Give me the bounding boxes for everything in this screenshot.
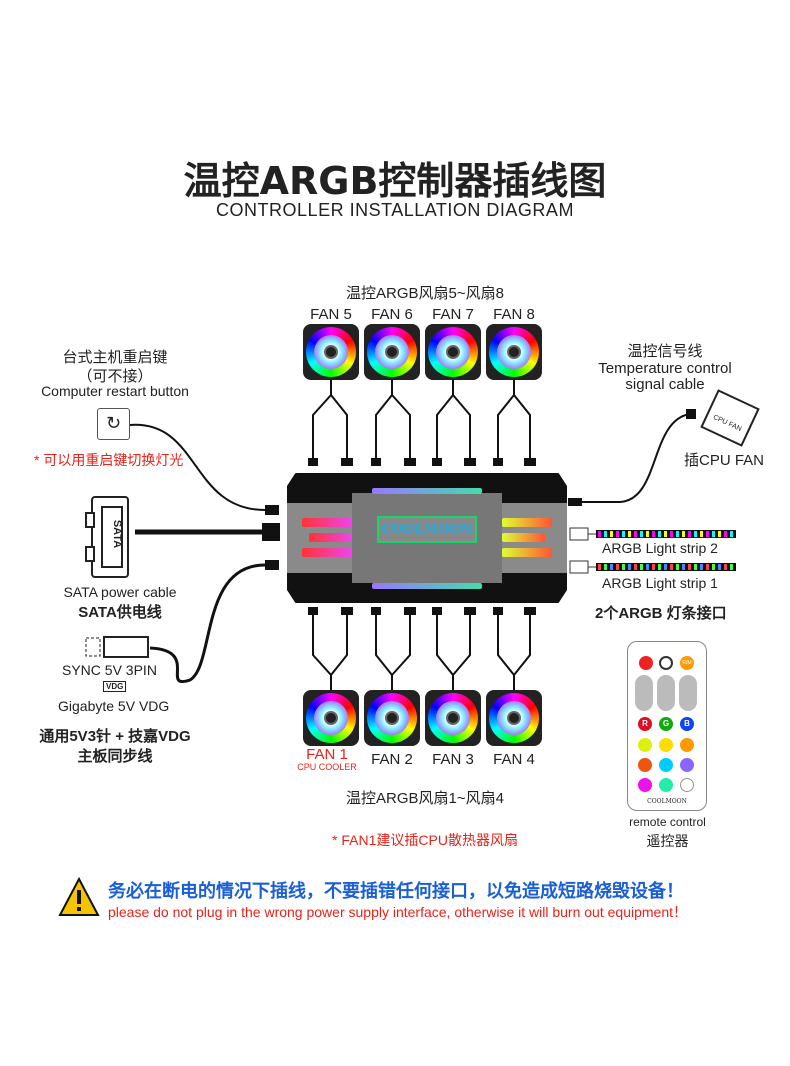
fan-3-label: FAN 3 [432,751,474,768]
temp-en1: Temperature control [598,360,732,377]
fan-3 [425,690,481,746]
blue-button: B [680,717,694,731]
fan-1-sublabel: CPU COOLER [297,762,357,772]
fan-7 [425,324,481,380]
sync-en1: SYNC 5V 3PIN [62,662,157,678]
fan-2 [364,690,420,746]
temp-cn: 温控信号线 [627,343,703,360]
restart-en: Computer restart button [41,383,189,399]
warning-cn: 务必在断电的情况下插线，不要插错任何接口，以免造成短路烧毁设备！ [108,881,684,901]
top-fans-heading: 温控ARGB风扇5~风扇8 [346,285,504,302]
fan-8 [486,324,542,380]
remote-brand: COOLMOON [647,798,687,805]
fan-4-label: FAN 4 [493,751,535,768]
temp-plug: 插CPU FAN [684,452,765,469]
play-button [659,656,673,670]
remote-cn: 遥控器 [646,833,689,849]
fan-4 [486,690,542,746]
fan-5-label: FAN 5 [310,306,352,323]
fan-1 [303,690,359,746]
sata-cn: SATA供电线 [78,604,162,621]
light-strip-2 [598,531,734,537]
strips-cn: 2个ARGB 灯条接口 [595,605,727,622]
strip1-label: ARGB Light strip 1 [602,575,718,591]
red-button: R [638,717,652,731]
restart-optional: （可不接） [77,368,153,385]
fan-2-label: FAN 2 [371,751,413,768]
restart-cn: 台式主机重启键 [62,349,168,366]
remote-control: R/M R G B COOLMOON [627,641,707,811]
vdg-tag: VDG [103,681,127,692]
sync-cn1: 通用5V3针 + 技嘉VDG [39,728,191,745]
sync-en2: Gigabyte 5V VDG [58,698,170,714]
sata-en: SATA power cable [63,584,177,600]
bottom-fans-heading: 温控ARGB风扇1~风扇4 [346,790,504,807]
warning-icon [58,877,100,916]
page-subtitle: CONTROLLER INSTALLATION DIAGRAM [216,200,574,220]
rm-button: R/M [680,656,694,670]
coolmoon-logo: COOLMOON [377,516,477,543]
power-button [639,656,653,670]
fan-8-label: FAN 8 [493,306,535,323]
remote-en: remote control [629,815,706,829]
fan-6 [364,324,420,380]
fan-1-label: FAN 1 [306,746,348,763]
sync-cn2: 主板同步线 [77,748,153,765]
fan-5 [303,324,359,380]
green-button: G [659,717,673,731]
fan-7-label: FAN 7 [432,306,474,323]
light-strip-1 [598,564,734,570]
fan-6-label: FAN 6 [371,306,413,323]
sata-tag: SATA [111,519,124,549]
warning-en: please do not plug in the wrong power su… [108,904,687,920]
fan1-note: * FAN1建议插CPU散热器风扇 [332,832,518,848]
restart-button-icon: ↻ [97,408,130,440]
restart-note: * 可以用重启键切换灯光 [34,452,184,468]
temp-en2: signal cable [625,376,705,393]
strip2-label: ARGB Light strip 2 [602,540,718,556]
page-title: 温控ARGB控制器插线图 [183,159,607,203]
argb-controller-hub: COOLMOON [287,473,567,603]
